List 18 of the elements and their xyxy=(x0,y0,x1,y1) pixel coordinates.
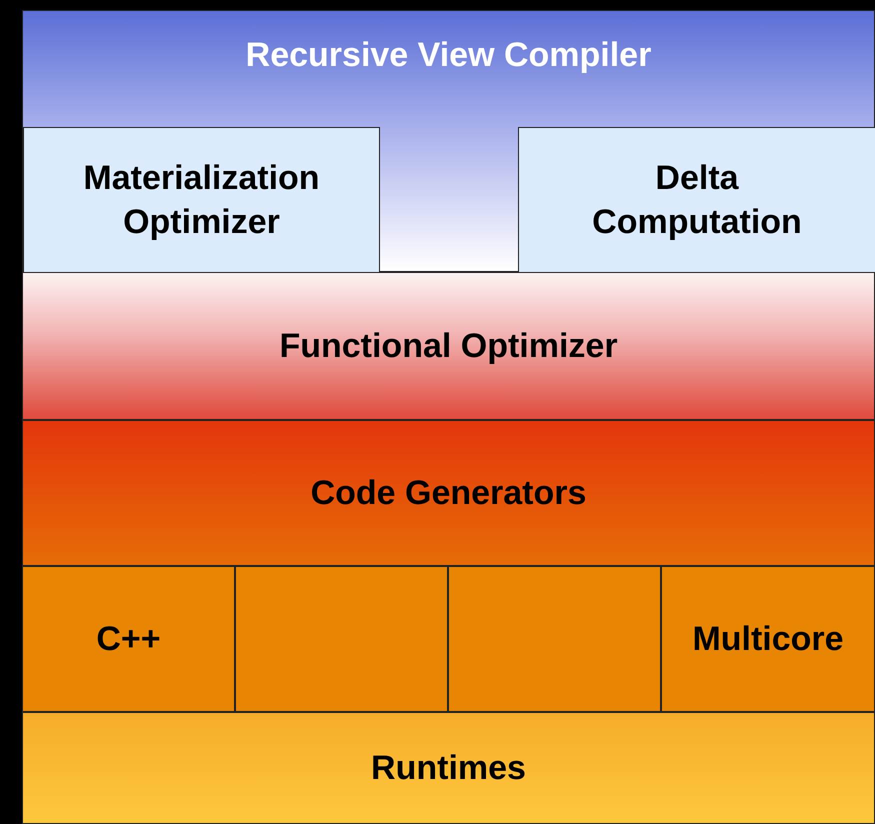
optimizer-box xyxy=(23,127,380,273)
backend-box xyxy=(22,566,235,712)
layer-label: Functional Optimizer xyxy=(279,326,618,367)
layer-label: Materialization Optimizer xyxy=(82,158,321,243)
layer-label: Multicore xyxy=(692,618,844,660)
backend-box xyxy=(448,566,661,712)
layer-label: C++ xyxy=(96,618,161,660)
compiler-layer xyxy=(22,10,875,272)
optimizer-layer xyxy=(22,272,875,420)
backend-box xyxy=(661,566,875,712)
layer-label: Code Generators xyxy=(310,472,586,514)
generator-layer xyxy=(22,420,875,566)
layer-label: Runtimes xyxy=(371,748,526,789)
runtime-layer xyxy=(22,712,875,824)
layer-label: Delta Computation xyxy=(591,158,803,243)
layer-label: Recursive View Compiler xyxy=(246,35,652,76)
backend-box xyxy=(235,566,448,712)
optimizer-box xyxy=(518,127,875,273)
